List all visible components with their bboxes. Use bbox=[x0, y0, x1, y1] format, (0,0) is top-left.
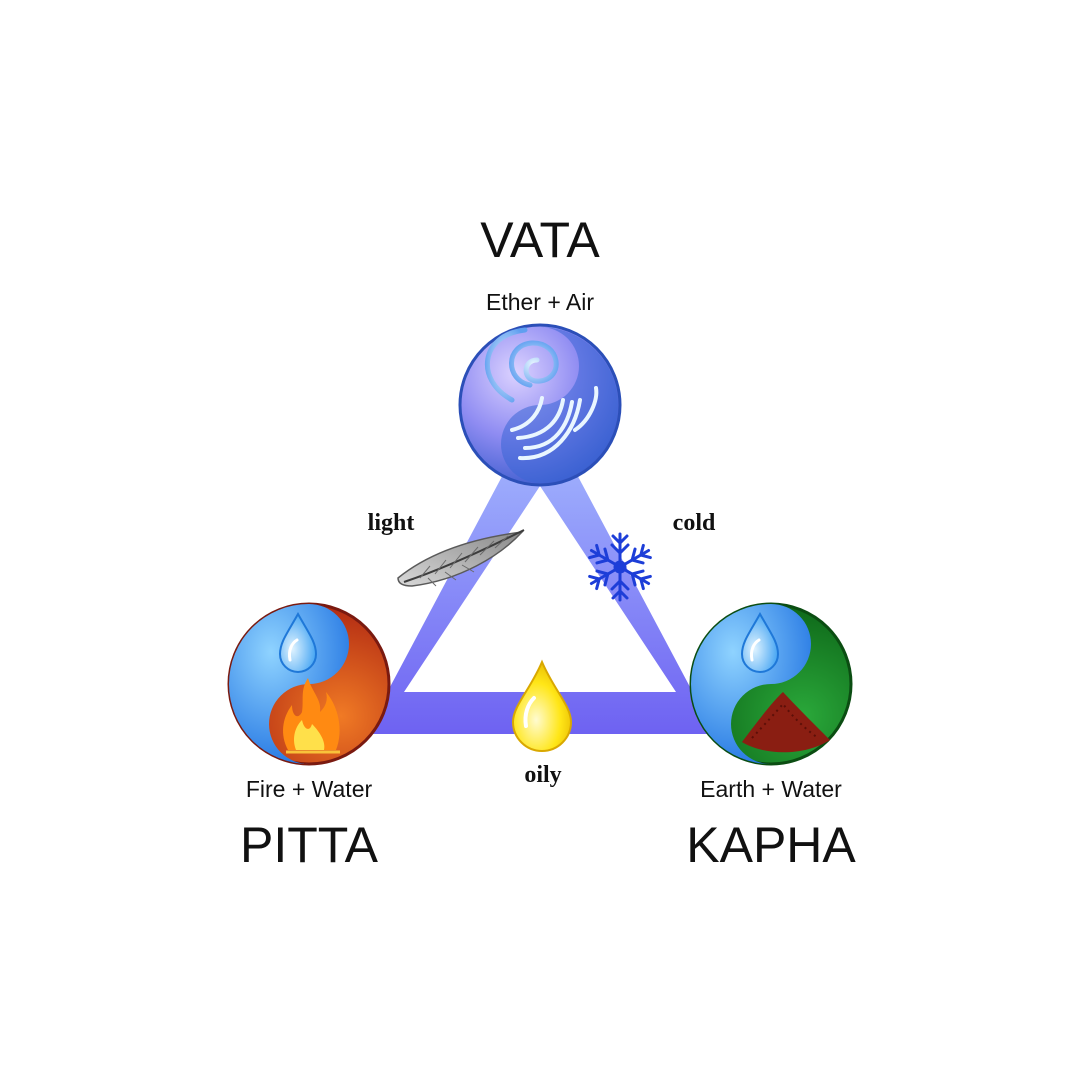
flame-icon bbox=[283, 678, 340, 754]
oil-drop-icon bbox=[511, 659, 573, 752]
pitta-title: PITTA bbox=[240, 817, 378, 873]
fire-water-yin-yang-icon bbox=[227, 602, 391, 766]
ether-air-yin-yang-icon bbox=[458, 323, 622, 487]
kapha-title: KAPHA bbox=[686, 817, 856, 873]
soil-pile-icon bbox=[742, 692, 830, 753]
quality-cold-label: cold bbox=[672, 510, 716, 536]
earth-water-yin-yang-icon bbox=[689, 602, 853, 766]
quality-oily-label: oily bbox=[524, 762, 562, 788]
vata-elements: Ether + Air bbox=[485, 289, 595, 315]
feather-icon bbox=[397, 529, 525, 587]
pitta-elements: Fire + Water bbox=[245, 776, 373, 802]
kapha-elements: Earth + Water bbox=[700, 776, 842, 802]
snowflake-icon bbox=[585, 532, 655, 602]
vata-title: VATA bbox=[480, 212, 600, 268]
quality-light-label: light bbox=[367, 510, 415, 536]
